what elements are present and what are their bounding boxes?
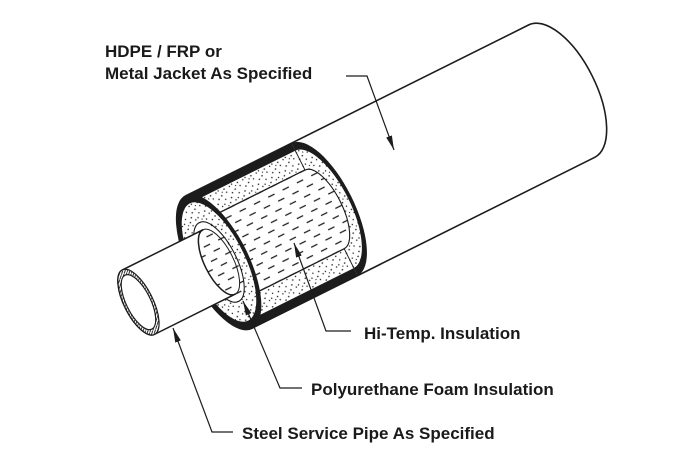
steel-pipe-leader-line [172,327,233,433]
foam-label: Polyurethane Foam Insulation [311,380,554,399]
jacket-leader-line [346,75,395,151]
foam-leader-line [242,300,302,389]
hitemp-label: Hi-Temp. Insulation [364,324,520,343]
jacket-cut-edge-top [185,143,296,203]
jacket-label-line1: HDPE / FRP or [105,42,222,61]
jacket-cut-edge-bottom [248,268,358,329]
jacket-label-line2: Metal Jacket As Specified [105,64,312,83]
steel-pipe-label: Steel Service Pipe As Specified [242,424,495,443]
foam-cut-face-step [294,148,363,269]
steel-pipe-bore [120,274,157,331]
hitemp-leader-line [293,242,351,332]
